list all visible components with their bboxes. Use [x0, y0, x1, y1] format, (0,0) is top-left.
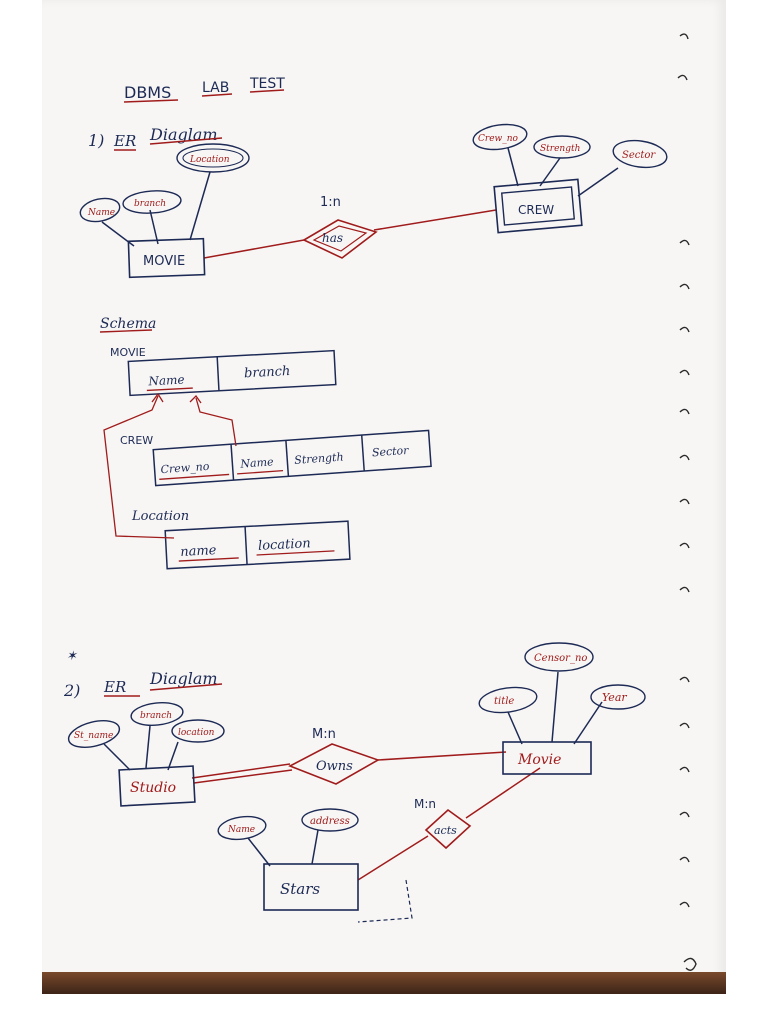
q1-attr-crew-no: Crew_no [472, 123, 528, 151]
schema-location-label: Location [131, 509, 189, 524]
q2-stars-label: Stars [280, 880, 320, 898]
q2-attr-censor-no: Censor_no [524, 642, 594, 672]
page-title: DBMS LAB TEST [123, 76, 285, 103]
q2-attr-location-label: location [178, 728, 215, 738]
q2-heading-diagram: Diaglam [149, 669, 218, 688]
q1-heading-er: ER [113, 132, 136, 150]
q2-owns-cardinality: M:n [312, 727, 336, 742]
q2-attr-location: location [171, 719, 225, 743]
schema-crew-col-crew-no: Crew_no [160, 460, 210, 476]
q1-relationship-has: has 1:n [302, 195, 378, 259]
q2-attr-branch: branch [130, 702, 184, 726]
schema-location-col-name: name [180, 543, 217, 560]
schema-movie-table: Name branch [127, 349, 337, 397]
q1-number: 1) [88, 131, 104, 150]
title-dbms: DBMS [124, 83, 171, 102]
q1-attr-location-label: Location [189, 155, 230, 165]
q2-attr-branch-label: branch [140, 711, 172, 721]
q1-entity-crew: CREW [493, 178, 583, 234]
q2-acts-cardinality: M:n [414, 797, 436, 811]
q2-attr-address-label: address [310, 816, 350, 827]
q2-attr-title: title [478, 686, 538, 714]
q2-attr-st-name-label: St_name [74, 731, 113, 741]
svg-text:✶: ✶ [66, 649, 78, 664]
q1-movie-label: MOVIE [143, 254, 185, 269]
q1-attribute-links [101, 147, 619, 247]
q1-has-label: has [322, 231, 343, 245]
q1-cardinality: 1:n [320, 195, 341, 210]
q2-relationship-links [191, 751, 541, 881]
schema-crew-label: CREW [120, 434, 153, 447]
q2-relationship-acts: acts M:n [414, 797, 472, 850]
q2-attr-address: address [301, 808, 359, 832]
schema-movie-col-branch: branch [244, 364, 291, 381]
q2-heading: ✶ 2) ER Diaglam [63, 649, 223, 700]
schema-crew-col-strength: Strength [294, 450, 344, 466]
q1-attr-branch-label: branch [134, 199, 166, 209]
q2-attr-year-label: Year [602, 691, 627, 704]
schema-crew-col-sector: Sector [372, 444, 410, 460]
title-lab: LAB [202, 80, 229, 96]
q1-attr-sector-label: Sector [622, 150, 656, 161]
q2-relationship-owns: Owns M:n [288, 727, 380, 785]
q2-attr-year: Year [590, 684, 646, 710]
q1-attr-branch: branch [122, 190, 182, 214]
schema-location-table: name location [164, 520, 351, 570]
q2-entity-movie: Movie [502, 741, 592, 775]
q1-relationship-links [203, 209, 497, 259]
spiral-holes [677, 33, 697, 971]
q1-attr-sector: Sector [612, 139, 668, 169]
schema-crew-table: Crew_no Name Strength Sector [152, 429, 432, 487]
q2-attr-censor-no-label: Censor_no [534, 653, 587, 664]
q2-owns-label: Owns [316, 759, 353, 774]
q2-heading-er: ER [103, 678, 126, 696]
table-edge [42, 972, 726, 994]
q2-entity-studio: Studio [118, 765, 196, 807]
q1-attr-strength: Strength [533, 135, 591, 159]
schema-foreign-key-arrows [103, 392, 237, 539]
schema-movie-label: MOVIE [110, 346, 146, 359]
q1-schema: Schema MOVIE Name branch CREW Crew_no Na… [99, 316, 432, 570]
title-test: TEST [249, 76, 285, 92]
q2-acts-label: acts [434, 824, 457, 837]
schema-heading: Schema [100, 316, 156, 332]
q2-attr-title-label: title [494, 696, 514, 707]
schema-movie-col-name: Name [147, 373, 185, 389]
q2-attr-name: Name [217, 815, 267, 841]
schema-location-col-location: location [258, 536, 311, 554]
schema-crew-col-name: Name [239, 455, 274, 470]
q1-entity-movie: MOVIE [127, 237, 206, 279]
q2-attr-name-label: Name [227, 825, 255, 835]
q2-number: 2) [63, 681, 80, 700]
q1-attr-strength-label: Strength [540, 144, 580, 154]
q1-crew-label: CREW [518, 203, 554, 217]
q1-attr-location: Location [176, 143, 250, 173]
notebook-page [42, 0, 726, 992]
q1-attr-crew-no-label: Crew_no [478, 134, 519, 144]
q2-attribute-links [103, 671, 603, 867]
q1-attr-name: Name [79, 197, 121, 223]
q2-attr-st-name: St_name [67, 720, 121, 748]
q2-movie-label: Movie [517, 752, 561, 768]
q2-studio-label: Studio [130, 780, 176, 796]
q2-entity-stars: Stars [263, 863, 359, 911]
q1-attr-name-label: Name [87, 208, 115, 218]
q1-heading: 1) ER Diaglam [88, 125, 223, 151]
